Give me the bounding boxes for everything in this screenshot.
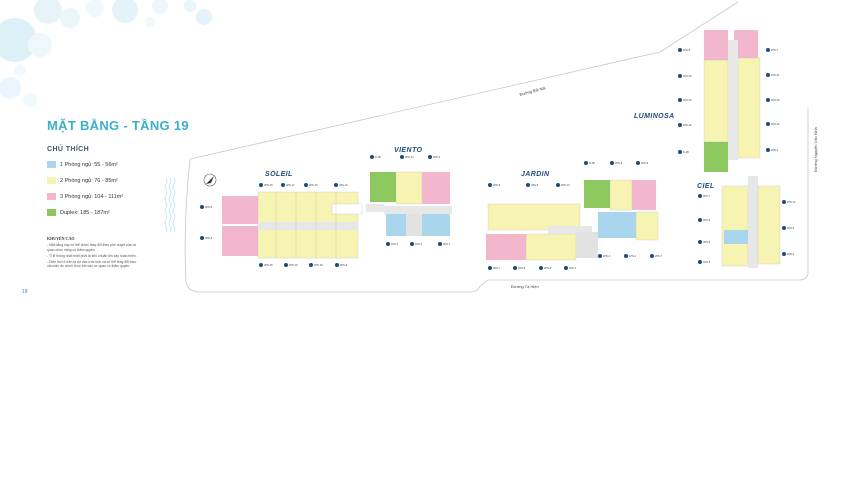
unit-label: 1PN-4 bbox=[603, 255, 611, 258]
unit-label: 2PN-5 bbox=[703, 241, 711, 244]
legend-item-2br: 2 Phòng ngủ: 76 - 85m² bbox=[47, 176, 123, 185]
unit-label: 2PN-19 bbox=[683, 99, 692, 102]
unit-label: 2PN-16 bbox=[339, 184, 348, 187]
unit-label: 1PN-1 bbox=[569, 267, 577, 270]
building-name-viento: VIENTO bbox=[394, 147, 422, 154]
warning-list: - Mặt bằng này có thể được thay đổi theo… bbox=[47, 243, 142, 270]
legend-swatch bbox=[47, 209, 56, 216]
legend-item-1br: 1 Phòng ngủ: 55 - 56m² bbox=[47, 160, 123, 169]
unit-label: 2PN-8 bbox=[531, 184, 539, 187]
warning-item: - Tỉ lệ thông nhất thiết phải là tiêu ch… bbox=[47, 253, 137, 258]
unit-label: 2PN-7 bbox=[771, 49, 779, 52]
building-viento bbox=[366, 171, 452, 236]
unit-label: 2PN-20 bbox=[683, 124, 692, 127]
building-name-soleil: SOLEIL bbox=[265, 171, 293, 178]
unit-label: 2PN-12 bbox=[787, 201, 796, 204]
unit-label: 2PN-7 bbox=[703, 195, 711, 198]
road-label-bai-nai: Đường Bãi Nái bbox=[519, 85, 546, 97]
page-number: 18 bbox=[22, 289, 28, 295]
unit-label: 2PN-17 bbox=[286, 184, 295, 187]
unit-label: D-1B bbox=[683, 151, 689, 154]
unit-label: 2PN-18 bbox=[289, 264, 298, 267]
legend-label: 1 Phòng ngủ: 55 - 56m² bbox=[60, 161, 118, 168]
unit-label: 2PN-13 bbox=[405, 156, 414, 159]
unit-label: 2PN-18 bbox=[264, 184, 273, 187]
building-jardin bbox=[486, 179, 659, 261]
unit-label: 2PN-8 bbox=[615, 162, 623, 165]
unit-label: 2PN-21 bbox=[771, 74, 780, 77]
site-boundary bbox=[184, 1, 809, 293]
building-ciel bbox=[721, 176, 781, 268]
legend-label: 2 Phòng ngủ: 76 - 85m² bbox=[60, 177, 118, 184]
unit-label: 2PN-5 bbox=[787, 227, 795, 230]
unit-label: 3PN-5 bbox=[205, 206, 213, 209]
building-name-luminosa: LUMINOSA bbox=[634, 113, 675, 120]
unit-label: 3PN-6 bbox=[205, 237, 213, 240]
unit-label: 2PN-10 bbox=[561, 184, 570, 187]
unit-label: 1PN-1 bbox=[629, 255, 637, 258]
unit-label: 2PN-9 bbox=[641, 162, 649, 165]
legend-swatch bbox=[47, 177, 56, 184]
unit-label: D-1B bbox=[375, 156, 381, 159]
unit-label: 2PN-9 bbox=[340, 264, 348, 267]
legend-label: Duplex: 185 - 187m² bbox=[60, 209, 110, 216]
unit-label: 3PN-7 bbox=[493, 267, 501, 270]
page-title: MẶT BẰNG - TẦNG 19 bbox=[47, 118, 189, 133]
building-soleil bbox=[222, 191, 363, 259]
road-label-ta-hien: Đường Tạ Hiện bbox=[511, 284, 539, 289]
legend-item-duplex: Duplex: 185 - 187m² bbox=[47, 208, 123, 217]
unit-label: 1PN-1 bbox=[391, 243, 399, 246]
legend-swatch bbox=[47, 161, 56, 168]
warning-item: - Mặt bằng này có thể được thay đổi theo… bbox=[47, 243, 137, 252]
legend: 1 Phòng ngủ: 55 - 56m² 2 Phòng ngủ: 76 -… bbox=[47, 160, 123, 224]
building-luminosa bbox=[703, 30, 761, 172]
building-name-ciel: CIEL bbox=[697, 183, 715, 190]
unit-label: 2PN-19 bbox=[683, 75, 692, 78]
unit-label: 2PN-18 bbox=[264, 264, 273, 267]
legend-label: 3 Phòng ngủ: 104 - 111m² bbox=[60, 193, 124, 200]
legend-swatch bbox=[47, 193, 56, 200]
unit-label: 3PN-7 bbox=[443, 243, 451, 246]
unit-label: 2PN-22 bbox=[771, 123, 780, 126]
unit-label: 1PN-1 bbox=[415, 243, 423, 246]
unit-label: 2PN-6 bbox=[771, 149, 779, 152]
unit-label: 2PN-18 bbox=[309, 184, 318, 187]
unit-label: 2PN-6 bbox=[703, 219, 711, 222]
warning-item: - Diện tích ở trên là dự đạc ước tính và… bbox=[47, 259, 137, 269]
compass-icon bbox=[203, 173, 217, 187]
unit-label: 2PN-8 bbox=[544, 267, 552, 270]
unit-label: 3PN-8 bbox=[683, 49, 691, 52]
warning-title: KHUYẾN CÁO bbox=[47, 236, 75, 241]
road-label-nguyen-van-kinh: Đường Nguyễn Văn Kỉnh bbox=[813, 127, 818, 172]
unit-label: 2PN-8 bbox=[518, 267, 526, 270]
unit-label: 2PN-9 bbox=[493, 184, 501, 187]
legend-title: CHÚ THÍCH bbox=[47, 146, 90, 153]
legend-item-3br: 3 Phòng ngủ: 104 - 111m² bbox=[47, 192, 123, 201]
unit-label: D-1B bbox=[589, 162, 595, 165]
unit-label: 1PN-5 bbox=[703, 261, 711, 264]
unit-label: 2PN-19 bbox=[771, 99, 780, 102]
unit-labels: 2PN-18 2PN-17 2PN-18 2PN-16 2PN-18 2PN-1… bbox=[200, 48, 796, 270]
wave-decoration bbox=[164, 177, 176, 233]
unit-label: 2PN-6 bbox=[787, 253, 795, 256]
unit-label: 2PN-7 bbox=[655, 255, 663, 258]
unit-label: 2PN-18 bbox=[314, 264, 323, 267]
bubble-decoration bbox=[0, 0, 212, 107]
unit-label: 3PN-4 bbox=[433, 156, 441, 159]
building-name-jardin: JARDIN bbox=[521, 171, 550, 178]
